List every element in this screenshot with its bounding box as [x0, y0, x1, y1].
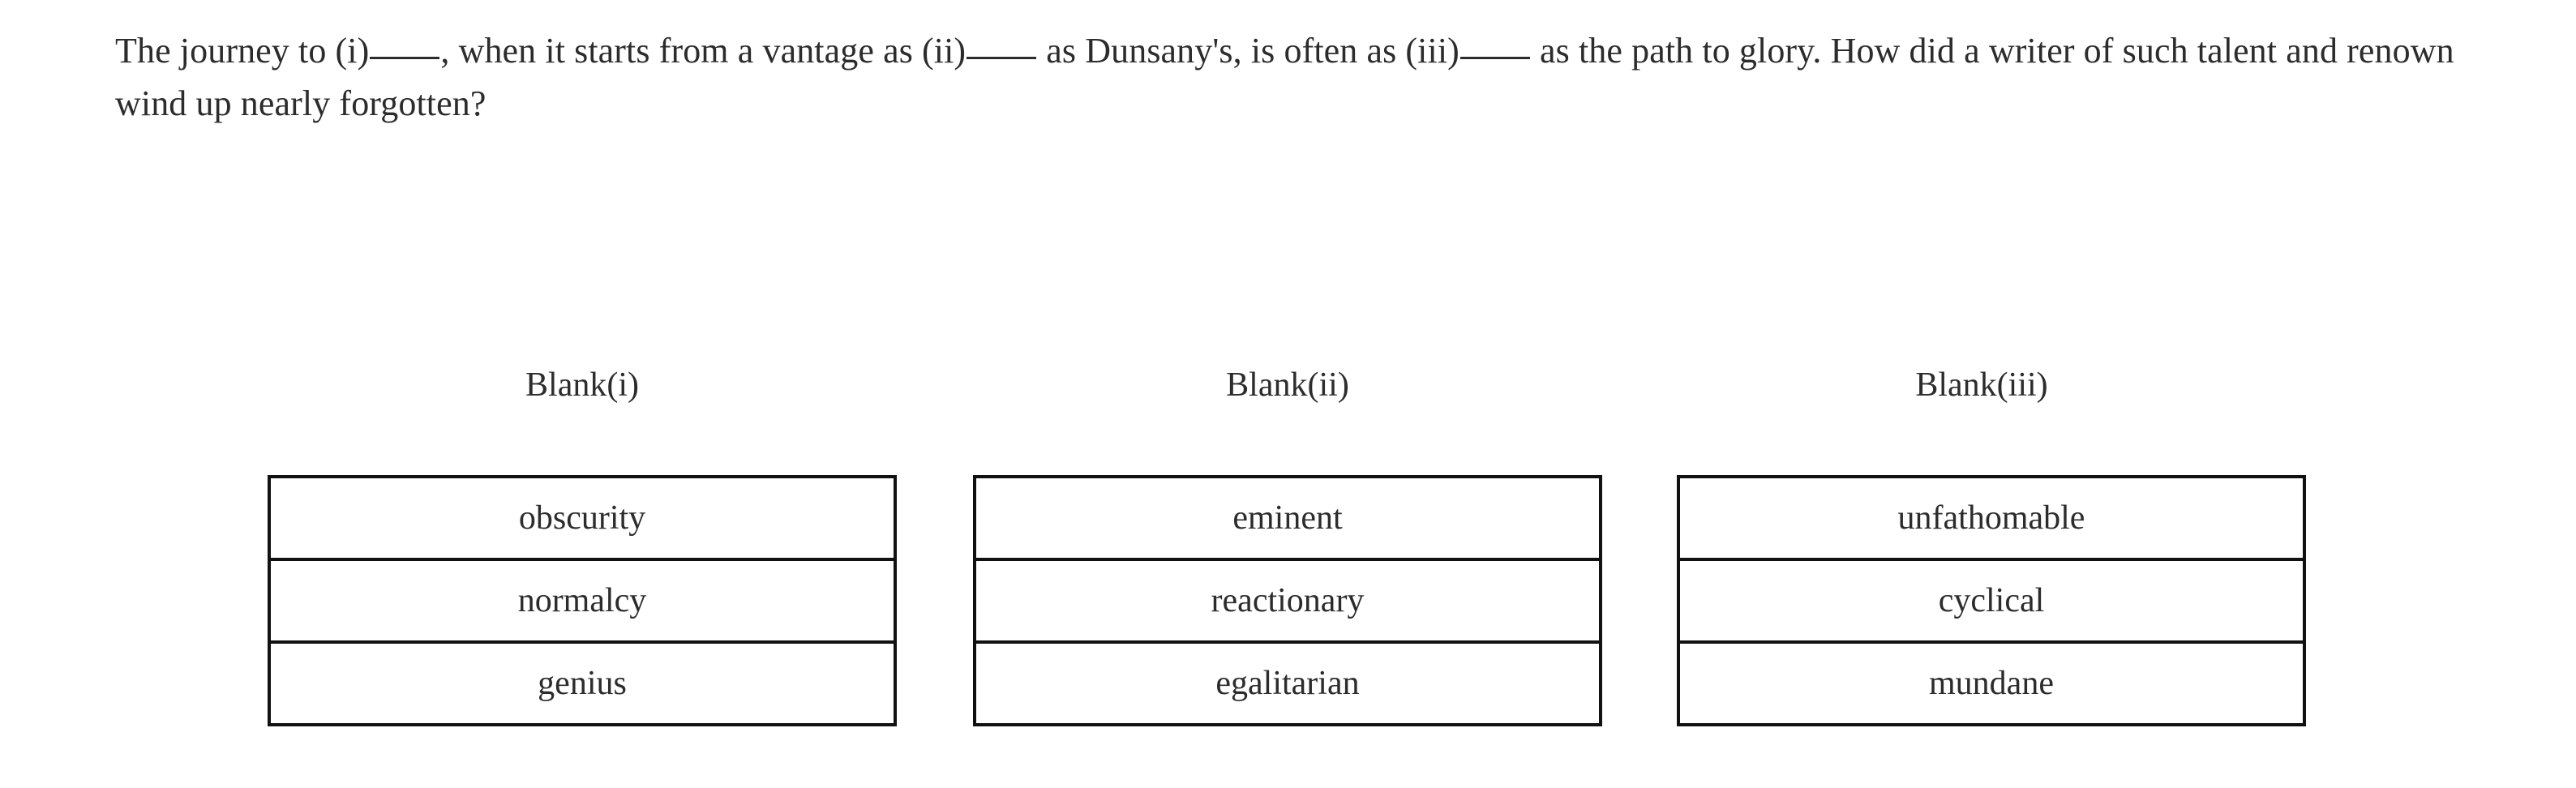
- prompt-segment-4: as the path to glory. How did a writer o…: [115, 31, 2454, 124]
- prompt-segment-1: The journey to (i): [115, 31, 370, 71]
- answer-column-blank-i: Blank(i) obscurity normalcy genius: [268, 366, 897, 726]
- column-header-blank-ii: Blank(ii): [1226, 366, 1349, 404]
- answer-column-blank-ii: Blank(ii) eminent reactionary egalitaria…: [973, 366, 1602, 726]
- option-blank-ii-3[interactable]: egalitarian: [976, 644, 1599, 723]
- prompt-segment-3: as Dunsany's, is often as (iii): [1037, 31, 1459, 71]
- option-blank-i-1[interactable]: obscurity: [271, 478, 894, 561]
- column-header-blank-i: Blank(i): [525, 366, 639, 404]
- question-prompt: The journey to (i) , when it starts from …: [115, 24, 2483, 130]
- option-blank-ii-2[interactable]: reactionary: [976, 561, 1599, 644]
- option-list-blank-iii: unfathomable cyclical mundane: [1677, 475, 2306, 726]
- answer-blank-ii: [967, 57, 1037, 59]
- column-header-blank-iii: Blank(iii): [1915, 366, 2048, 404]
- option-blank-ii-1[interactable]: eminent: [976, 478, 1599, 561]
- answer-blank-iii: [1459, 57, 1530, 59]
- option-blank-iii-1[interactable]: unfathomable: [1680, 478, 2303, 561]
- prompt-segment-2: , when it starts from a vantage as (ii): [440, 31, 967, 71]
- answer-blank-i: [370, 57, 440, 59]
- option-blank-i-3[interactable]: genius: [271, 644, 894, 723]
- option-blank-i-2[interactable]: normalcy: [271, 561, 894, 644]
- option-blank-iii-3[interactable]: mundane: [1680, 644, 2303, 723]
- answer-column-blank-iii: Blank(iii) unfathomable cyclical mundane: [1677, 366, 2306, 726]
- option-list-blank-i: obscurity normalcy genius: [268, 475, 897, 726]
- option-blank-iii-2[interactable]: cyclical: [1680, 561, 2303, 644]
- option-list-blank-ii: eminent reactionary egalitarian: [973, 475, 1602, 726]
